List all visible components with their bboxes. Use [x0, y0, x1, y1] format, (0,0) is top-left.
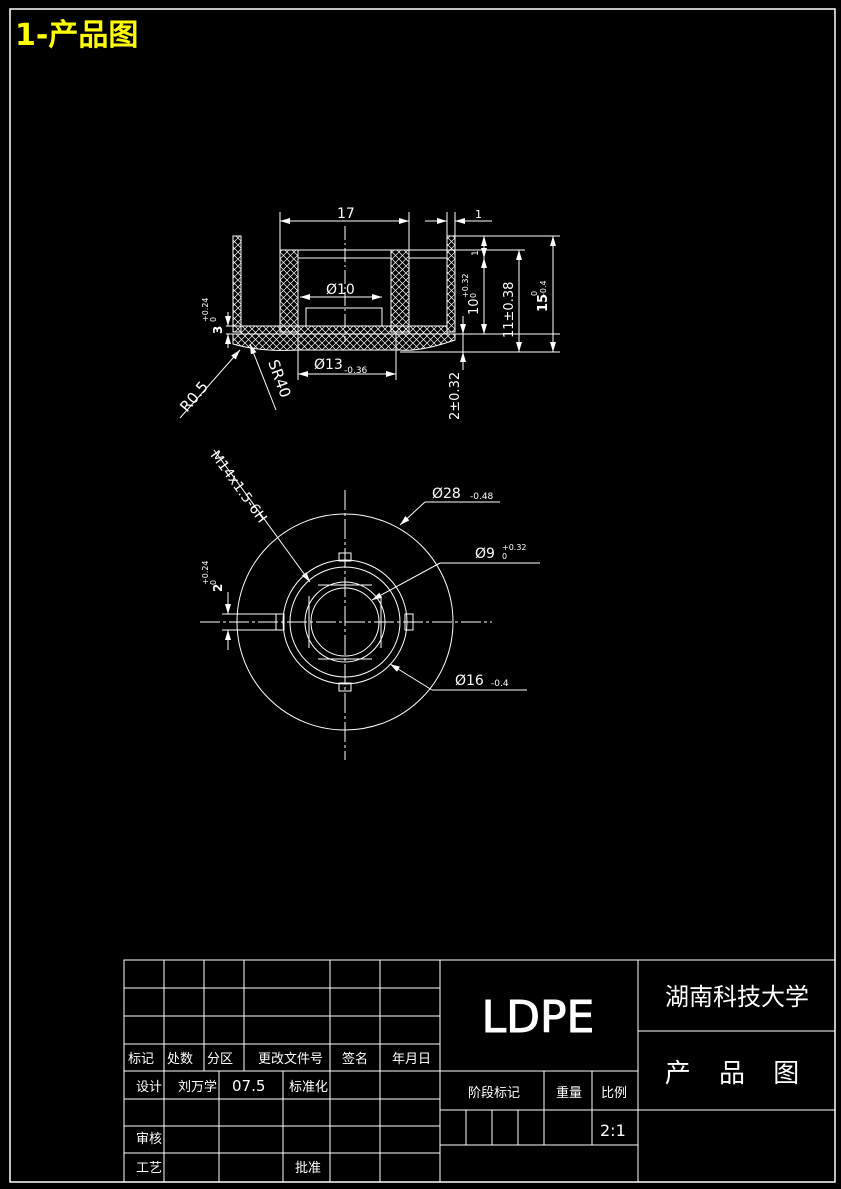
dim-wall-1: 1: [475, 208, 482, 221]
header-label-change-doc: 更改文件号: [258, 1052, 323, 1067]
header-label-sign: 签名: [342, 1051, 368, 1067]
dim-h-2: 2±0.32: [448, 372, 463, 420]
plan-view: [200, 449, 540, 760]
dim-h-10-tol-up: +0.32: [461, 273, 470, 298]
section-view: [179, 212, 560, 419]
dim-dia-16: Ø16: [455, 673, 484, 689]
dim-h-3-tol-low: 0: [209, 317, 218, 322]
header-label-zone: 分区: [207, 1052, 233, 1067]
stage-label: 阶段标记: [468, 1086, 520, 1101]
dim-w-2: 2: [211, 584, 225, 592]
dim-one-small: 1: [471, 250, 481, 256]
header-label-count: 处数: [167, 1052, 193, 1067]
dim-dia-10: Ø10: [326, 282, 355, 298]
outer-circle: [236, 513, 454, 731]
dim-r05: R0.5: [176, 378, 212, 416]
dim-h-3: 3: [211, 326, 225, 334]
school-name: 湖南科技大学: [665, 983, 809, 1011]
header-label-mark: 标记: [128, 1052, 154, 1067]
dim-dia-16-tol: -0.4: [491, 679, 509, 689]
scale-label: 比例: [601, 1086, 627, 1101]
dim-h-3-tol-up: +0.24: [201, 297, 210, 322]
dim-dia-9: Ø9: [475, 546, 495, 562]
spherical-base: [232, 333, 456, 351]
dim-h-11: 11±0.38: [502, 282, 517, 338]
dim-dia-28-tol: -0.48: [470, 492, 494, 502]
weight-label: 重量: [556, 1085, 582, 1101]
outer-wall-left: [232, 235, 242, 333]
process-label: 工艺: [136, 1161, 162, 1176]
dim-dia-9-tol-up: +0.32: [502, 543, 527, 552]
dim-h-10: 10: [467, 298, 482, 315]
dim-h-15-tol-up: 0: [530, 291, 539, 296]
review-label: 审核: [136, 1132, 162, 1147]
dim-17: 17: [337, 206, 355, 222]
dim-sr40: SR40: [264, 357, 294, 400]
design-date: 07.5: [232, 1077, 265, 1095]
dim-thread: M14x1.5-6H: [207, 448, 270, 526]
inner-wall-left: [279, 249, 299, 333]
design-label: 设计: [136, 1080, 162, 1095]
designer-name: 刘万学: [178, 1079, 217, 1095]
outer-wall-right: [446, 235, 456, 333]
dim-dia-9-tol-low: 0: [502, 552, 507, 561]
title-block: [123, 959, 836, 1183]
inner-wall-right: [390, 249, 410, 333]
dim-w-2-tol-up: +0.24: [201, 560, 210, 585]
dim-dia-28: Ø28: [432, 486, 461, 502]
dim-dia-13: Ø13: [314, 357, 343, 373]
drawing-name: 产 品 图: [665, 1059, 810, 1089]
header-label-date: 年月日: [392, 1052, 431, 1067]
material-label: LDPE: [482, 992, 595, 1043]
approve-label: 批准: [295, 1161, 321, 1176]
scale-value: 2:1: [600, 1121, 626, 1140]
page-title: 1-产品图: [15, 18, 139, 53]
bottom-plate: [240, 325, 448, 335]
dim-h-10-tol-low: 0: [469, 293, 478, 298]
dim-h-15: 15: [536, 294, 551, 312]
dim-h-15-tol-low: -0.4: [539, 280, 548, 296]
dim-dia-13-tol: -0.36: [344, 366, 368, 376]
dim-w-2-tol-low: 0: [209, 580, 218, 585]
standard-label: 标准化: [289, 1080, 328, 1095]
